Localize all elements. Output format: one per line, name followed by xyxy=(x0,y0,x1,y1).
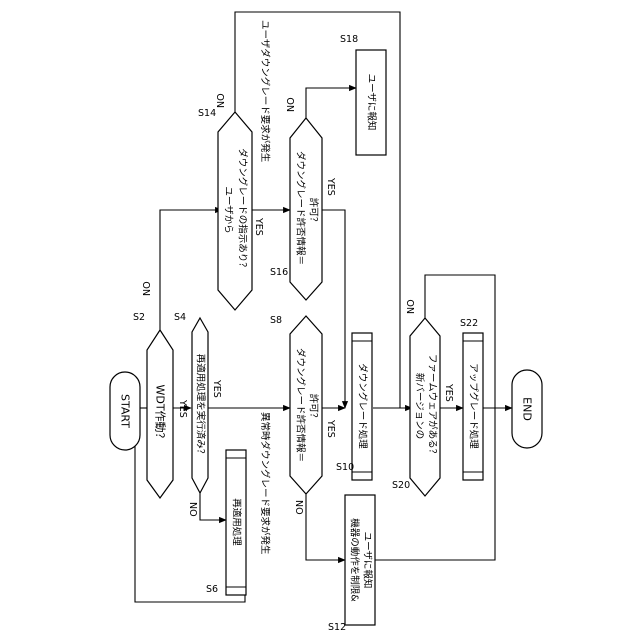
s20-line-2: ファームウェアがある？ xyxy=(427,354,439,458)
s20-tag: S20 xyxy=(392,480,410,491)
s2-no-label: NO xyxy=(142,281,153,296)
s2-yes-label: YES xyxy=(177,399,188,418)
s8-line-2: 許可？ xyxy=(308,394,320,423)
s8-tag: S8 xyxy=(270,315,282,326)
s18-text: ユーザに報知 xyxy=(366,74,378,131)
s14-tag: S14 xyxy=(198,108,216,119)
s22-tag: S22 xyxy=(460,318,478,329)
step-s18-process: ユーザに報知 S18 xyxy=(340,34,386,155)
s12-line-1: 機器の動作を制限& xyxy=(349,518,361,602)
s10-text: ダウングレード処理 xyxy=(357,363,369,449)
s16-yes-label: YES xyxy=(325,177,336,196)
s8-no-label: NO xyxy=(293,500,304,515)
s14-line-1: ユーザから xyxy=(223,186,234,233)
s4-text: 再適用処理を実行済み？ xyxy=(195,354,207,459)
s2-text: WDT作動？ xyxy=(154,384,168,443)
step-s20-decision: 新バージョンの ファームウェアがある？ S20 xyxy=(392,318,440,496)
end-terminal: END xyxy=(512,370,542,448)
step-s14-decision: ユーザから ダウングレードの指示あり？ S14 xyxy=(198,108,252,310)
s2-tag: S2 xyxy=(133,312,145,323)
s12-line-2: ユーザに報知 xyxy=(362,532,374,589)
s8-yes-label: YES xyxy=(325,419,336,438)
start-terminal: START xyxy=(110,372,140,450)
s16-line-2: 許可？ xyxy=(308,198,320,227)
s4-tag: S4 xyxy=(174,312,186,323)
abnormal-request-note: 異常時ダウングレード要求が発生 xyxy=(259,412,271,555)
s14-line-2: ダウングレードの指示あり？ xyxy=(237,148,249,272)
s22-text: アップグレード処理 xyxy=(468,363,480,449)
user-request-note: ユーザダウングレード要求が発生 xyxy=(259,20,271,163)
s20-no-label: NO xyxy=(406,299,417,314)
s10-tag: S10 xyxy=(336,462,354,473)
s8-line-1: ダウングレード許否情報＝ xyxy=(295,348,307,462)
s18-tag: S18 xyxy=(340,34,358,45)
s16-line-1: ダウングレード許否情報＝ xyxy=(295,151,307,265)
step-s8-decision: ダウングレード許否情報＝ 許可？ S8 xyxy=(270,315,322,494)
s20-yes-label: YES xyxy=(443,383,454,402)
start-label: START xyxy=(119,394,132,428)
s16-no-label: NO xyxy=(286,97,297,112)
s20-line-1: 新バージョンの xyxy=(414,373,426,439)
s4-yes-label: YES xyxy=(211,379,222,398)
s16-tag: S16 xyxy=(270,267,288,278)
s6-text: 再適用処理 xyxy=(231,498,243,546)
s12-tag: S12 xyxy=(328,622,346,633)
s6-tag: S6 xyxy=(206,584,218,595)
s14-no-label: NO xyxy=(216,93,227,108)
step-s6-process: 再適用処理 S6 xyxy=(206,450,246,595)
step-s12-process: 機器の動作を制限& ユーザに報知 S12 xyxy=(328,495,375,633)
s14-yes-label: YES xyxy=(253,217,264,236)
step-s22-process: アップグレード処理 S22 xyxy=(460,318,483,480)
s4-no-label: NO xyxy=(187,502,198,517)
step-s10-process: ダウングレード処理 S10 xyxy=(336,333,372,480)
end-label: END xyxy=(521,397,534,421)
step-s16-decision: ダウングレード許否情報＝ 許可？ S16 xyxy=(270,118,322,300)
